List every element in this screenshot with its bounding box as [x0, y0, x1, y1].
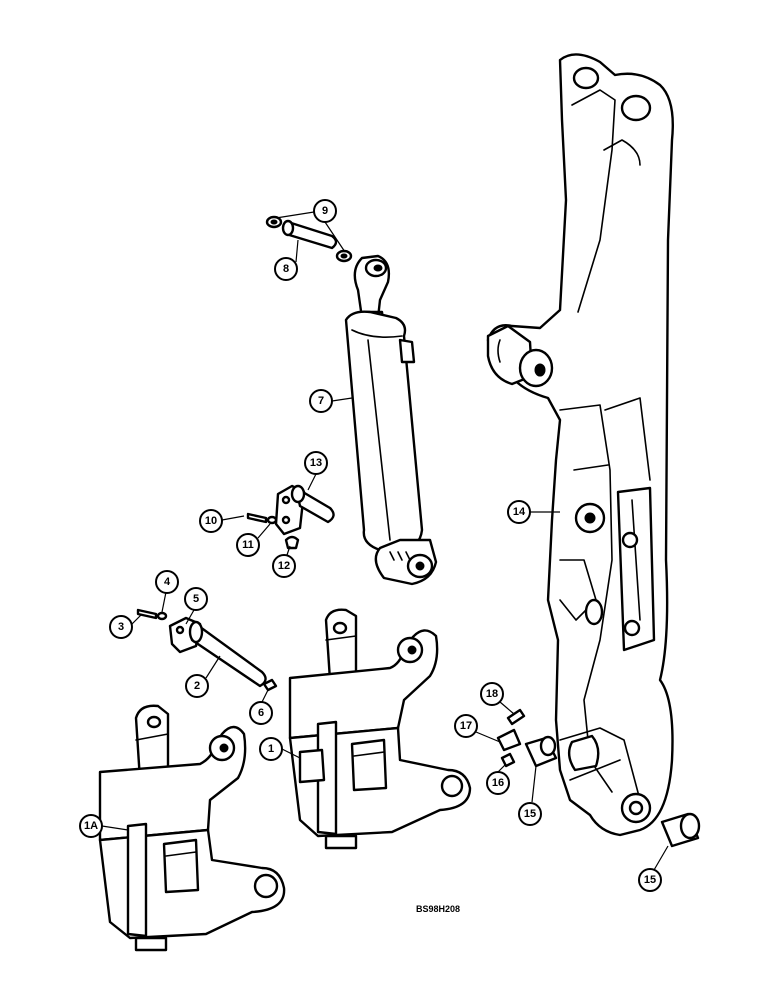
bushing-upper [524, 735, 558, 768]
callout-label-12: 12 [278, 560, 290, 572]
callout-label-10: 10 [205, 515, 217, 527]
pin-with-plate-lower [136, 608, 278, 692]
pin-with-rings [265, 215, 353, 263]
callout-bubble-11 [236, 533, 260, 557]
callout-bubble-17 [454, 714, 478, 738]
callout-bubble-14 [507, 500, 531, 524]
callout-label-15-upper: 15 [524, 808, 536, 820]
callout-label-3: 3 [118, 621, 124, 633]
callout-bubble-15-lower [638, 868, 662, 892]
callout-bubble-4 [155, 570, 179, 594]
callout-label-15-lower: 15 [644, 874, 656, 886]
swing-tower-front [288, 608, 472, 850]
boom-arm [486, 53, 674, 837]
hydraulic-cylinder [344, 254, 438, 586]
callout-bubble-16 [486, 771, 510, 795]
callout-bubble-2 [185, 674, 209, 698]
callout-label-2: 2 [194, 680, 200, 692]
pin-with-retainer-plate [246, 484, 335, 550]
callout-bubble-1a [79, 814, 103, 838]
grease-fitting-assembly [496, 708, 526, 768]
callout-bubble-1 [259, 737, 283, 761]
callout-bubble-6 [249, 701, 273, 725]
callout-label-1: 1 [268, 743, 274, 755]
callout-bubble-10 [199, 509, 223, 533]
callout-label-17: 17 [460, 720, 472, 732]
callout-bubble-3 [109, 615, 133, 639]
callout-label-18: 18 [486, 688, 498, 700]
swing-tower-rear [98, 704, 286, 952]
callout-label-7: 7 [318, 395, 324, 407]
drawing-reference-code: BS98H208 [416, 904, 460, 914]
callout-label-6: 6 [258, 707, 264, 719]
callout-bubble-18 [480, 682, 504, 706]
callout-bubble-15-upper [518, 802, 542, 826]
callout-bubble-8 [274, 257, 298, 281]
callout-label-1a: 1A [84, 820, 98, 832]
callout-label-16: 16 [492, 777, 504, 789]
callout-label-11: 11 [242, 539, 254, 551]
callout-bubble-12 [272, 554, 296, 578]
callout-label-14: 14 [513, 506, 526, 518]
callout-bubble-13 [304, 451, 328, 475]
callout-bubble-7 [309, 389, 333, 413]
callout-label-13: 13 [310, 457, 322, 469]
callout-label-4: 4 [164, 576, 171, 588]
callout-label-8: 8 [283, 263, 289, 275]
callout-label-5: 5 [193, 593, 199, 605]
bushing-lower [660, 812, 701, 848]
callout-label-9: 9 [322, 205, 328, 217]
callouts: 9 8 7 13 10 11 12 14 4 5 3 2 [79, 199, 669, 892]
callout-bubble-9 [313, 199, 337, 223]
callout-bubble-5 [184, 587, 208, 611]
